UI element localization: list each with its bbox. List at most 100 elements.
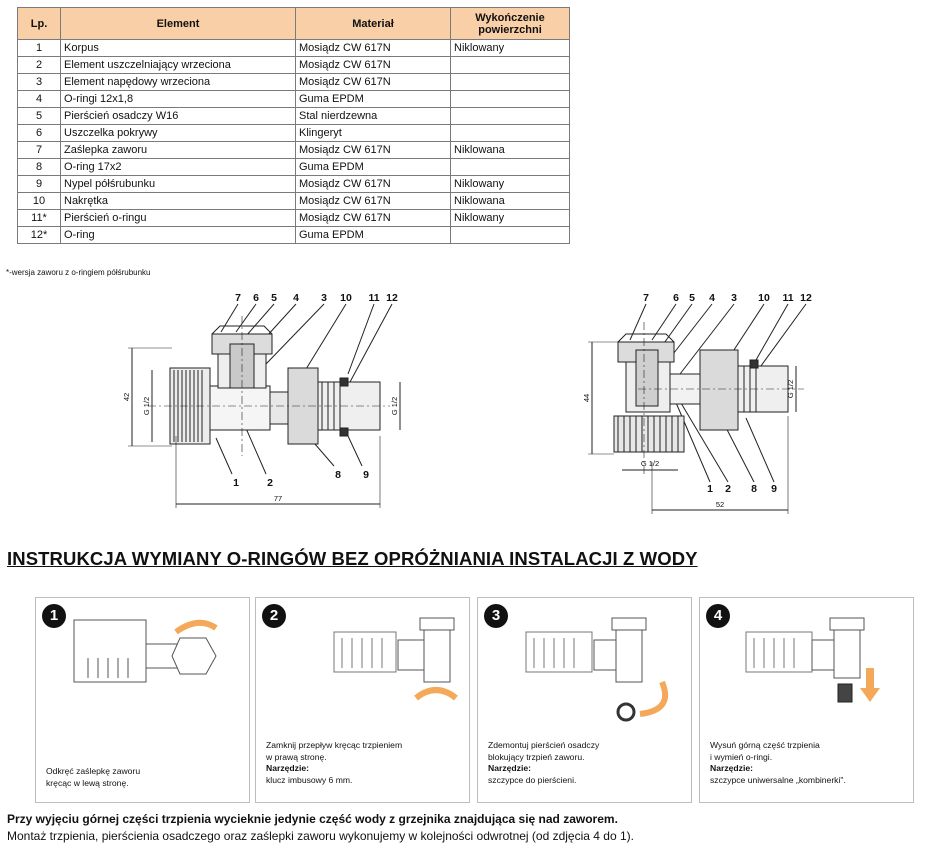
step-1-line1: Odkręć zaślepkę zaworu xyxy=(46,766,141,776)
cell-lp: 2 xyxy=(17,56,61,74)
cell-finish xyxy=(450,124,570,142)
cell-lp: 12* xyxy=(17,226,61,244)
cell-material: Mosiądz CW 617N xyxy=(295,192,451,210)
parts-table: Lp. Element Materiał Wykończenie powierz… xyxy=(17,7,570,244)
cell-material: Stal nierdzewna xyxy=(295,107,451,125)
note-regular: Montaż trzpienia, pierścienia osadczego … xyxy=(7,829,634,843)
down-arrow-icon xyxy=(860,688,880,702)
retaining-ring-icon xyxy=(616,702,636,722)
cell-material: Mosiądz CW 617N xyxy=(295,56,451,74)
note-bold: Przy wyjęciu górnej części trzpienia wyc… xyxy=(7,812,618,826)
cell-material: Mosiądz CW 617N xyxy=(295,39,451,57)
angle-label-4: 4 xyxy=(709,292,715,304)
angle-label-12: 12 xyxy=(800,292,812,304)
cell-element: Element napędowy wrzeciona xyxy=(60,73,296,91)
dim-thread-right: G 1/2 xyxy=(390,397,399,415)
cell-material: Guma EPDM xyxy=(295,90,451,108)
cell-finish: Niklowany xyxy=(450,209,570,227)
step-panel-1: 1 Odkręć zaślepkę zaworu kręcąc w lewą s… xyxy=(35,597,250,803)
cell-element: Nypel półśrubunku xyxy=(60,175,296,193)
dim-height: 42 xyxy=(122,393,131,401)
label-1: 1 xyxy=(233,477,239,489)
label-6: 6 xyxy=(253,292,259,304)
header-lp: Lp. xyxy=(17,7,61,40)
cell-material: Mosiądz CW 617N xyxy=(295,175,451,193)
angle-label-1: 1 xyxy=(707,483,713,495)
rotate-left-arrow-icon xyxy=(174,619,218,635)
step-2-line2: w prawą stronę. xyxy=(266,751,327,762)
angle-dim-thread-bottom: G 1/2 xyxy=(641,459,659,468)
table-header-row: Lp. Element Materiał Wykończenie powierz… xyxy=(17,7,570,40)
angle-label-5: 5 xyxy=(689,292,695,304)
step-3-tool: szczypce do pierścieni. xyxy=(488,774,577,785)
cell-lp: 11* xyxy=(17,209,61,227)
cell-lp: 9 xyxy=(17,175,61,193)
header-element: Element xyxy=(60,7,296,40)
label-8: 8 xyxy=(335,469,341,481)
cell-element: O-ring xyxy=(60,226,296,244)
angle-label-3: 3 xyxy=(731,292,737,304)
angle-label-8: 8 xyxy=(751,483,757,495)
label-3: 3 xyxy=(321,292,327,304)
step-4-text: Wysuń górną część trzpienia i wymień o-r… xyxy=(710,740,906,786)
angle-label-10: 10 xyxy=(758,292,770,304)
step-4-tool: szczypce uniwersalne „kombinerki". xyxy=(710,774,846,785)
angle-dim-height: 44 xyxy=(582,394,591,402)
dim-length: 77 xyxy=(274,494,282,503)
cell-material: Mosiądz CW 617N xyxy=(295,141,451,159)
cell-finish: Niklowana xyxy=(450,141,570,159)
label-9: 9 xyxy=(363,469,369,481)
label-4: 4 xyxy=(293,292,299,304)
cell-element: Element uszczelniający wrzeciona xyxy=(60,56,296,74)
step-number: 3 xyxy=(484,604,508,628)
step-3-text: Zdemontuj pierścień osadczy blokujący tr… xyxy=(488,740,684,786)
rotate-right-arrow-icon xyxy=(414,687,458,701)
step-panel-2: 2 Zamknij przepływ kręcąc trzpieniem w p… xyxy=(255,597,470,803)
step-number: 4 xyxy=(706,604,730,628)
cell-element: Korpus xyxy=(60,39,296,57)
label-7: 7 xyxy=(235,292,241,304)
angle-dim-length: 52 xyxy=(716,500,724,509)
cell-element: Pierścień o-ringu xyxy=(60,209,296,227)
angle-valve-drawing: 7 6 5 4 3 10 11 12 1 2 8 9 44 G 1/2 G 1/… xyxy=(582,292,812,514)
cell-lp: 5 xyxy=(17,107,61,125)
cell-finish: Niklowana xyxy=(450,192,570,210)
cell-finish xyxy=(450,56,570,74)
step-2-tool-label: Narzędzie: xyxy=(266,763,309,773)
cell-lp: 8 xyxy=(17,158,61,176)
step-2-illustration xyxy=(333,617,458,701)
step-2-text: Zamknij przepływ kręcąc trzpieniem w pra… xyxy=(266,740,462,786)
angle-label-2: 2 xyxy=(725,483,731,495)
label-12: 12 xyxy=(386,292,398,304)
label-11: 11 xyxy=(368,292,379,304)
cell-lp: 7 xyxy=(17,141,61,159)
label-2: 2 xyxy=(267,477,273,489)
angle-label-6: 6 xyxy=(673,292,679,304)
cell-material: Guma EPDM xyxy=(295,158,451,176)
cell-lp: 3 xyxy=(17,73,61,91)
step-4-line1: Wysuń górną część trzpienia xyxy=(710,740,820,750)
cell-lp: 1 xyxy=(17,39,61,57)
step-2-line1: Zamknij przepływ kręcąc trzpieniem xyxy=(266,740,403,750)
cell-material: Guma EPDM xyxy=(295,226,451,244)
step-3-illustration xyxy=(525,617,669,722)
header-finish: Wykończenie powierzchni xyxy=(450,7,570,40)
angle-label-11: 11 xyxy=(782,292,793,304)
step-panel-4: 4 Wysuń górną część trzpienia i wymień o… xyxy=(699,597,914,803)
cell-element: O-ringi 12x1,8 xyxy=(60,90,296,108)
cell-element: Pierścień osadczy W16 xyxy=(60,107,296,125)
cell-material: Mosiądz CW 617N xyxy=(295,209,451,227)
cell-lp: 4 xyxy=(17,90,61,108)
angle-dim-thread-right: G 1/2 xyxy=(786,380,795,398)
cell-material: Mosiądz CW 617N xyxy=(295,73,451,91)
angle-label-7: 7 xyxy=(643,292,649,304)
